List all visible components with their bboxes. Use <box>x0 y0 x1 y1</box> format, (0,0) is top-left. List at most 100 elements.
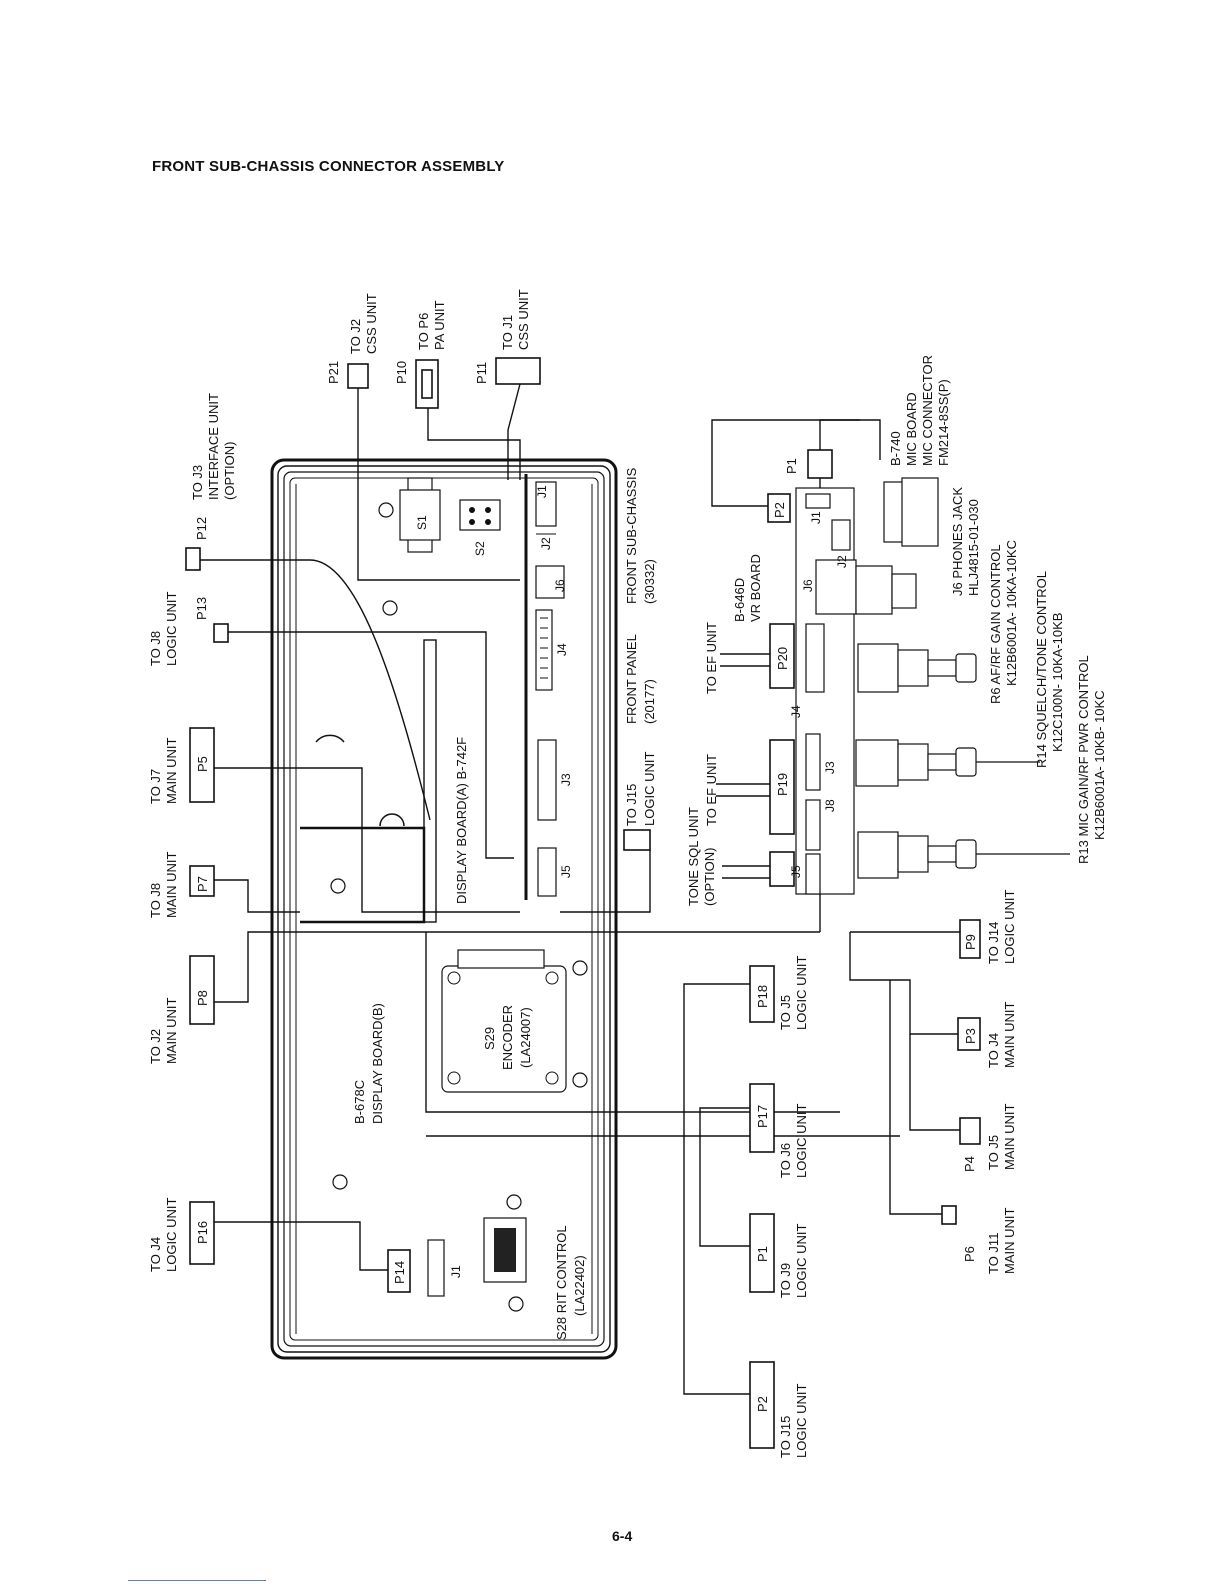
plug-p2: P2 <box>749 1361 775 1449</box>
svg-text:P12: P12 <box>194 517 209 540</box>
svg-text:TO J4: TO J4 <box>148 1237 163 1272</box>
svg-text:MAIN UNIT: MAIN UNIT <box>164 738 179 805</box>
plug-p4: P4 <box>959 1117 981 1172</box>
vr-board <box>795 487 857 895</box>
svg-text:J4: J4 <box>555 643 569 656</box>
plug-p16: P16 <box>189 1201 215 1265</box>
svg-text:J4: J4 <box>789 705 803 718</box>
label-to-j4-main: TO J4 MAIN UNIT <box>986 1002 1017 1069</box>
svg-text:CSS UNIT: CSS UNIT <box>364 293 379 354</box>
svg-text:P16: P16 <box>195 1221 210 1244</box>
svg-text:LOGIC UNIT: LOGIC UNIT <box>794 956 809 1030</box>
plug-p17: P17 <box>749 1083 775 1153</box>
label-to-j2-main: TO J2 MAIN UNIT <box>148 998 179 1065</box>
svg-text:TO J3: TO J3 <box>190 465 205 500</box>
label-to-j8-logic: TO J8 LOGIC UNIT <box>148 592 179 666</box>
label-r6: R6 AF/RF GAIN CONTROL K12B6001A- 10KA-10… <box>988 540 1019 704</box>
svg-text:MAIN UNIT: MAIN UNIT <box>1002 1002 1017 1069</box>
svg-text:PA UNIT: PA UNIT <box>432 300 447 350</box>
svg-text:FRONT PANEL: FRONT PANEL <box>624 634 639 724</box>
board-b-j1-connector <box>427 1239 445 1297</box>
svg-text:TO J8: TO J8 <box>148 883 163 918</box>
svg-text:J8: J8 <box>823 799 837 812</box>
svg-text:VR BOARD: VR BOARD <box>748 554 763 622</box>
label-to-j3-interface: TO J3 INTERFACE UNIT (OPTION) <box>190 393 237 500</box>
svg-text:P5: P5 <box>195 756 210 772</box>
label-to-j15-logic-top: TO J15 LOGIC UNIT <box>624 752 657 826</box>
pot-r13 <box>857 831 1070 879</box>
label-to-p6-pa: TO P6 PA UNIT <box>416 300 447 350</box>
svg-text:LOGIC UNIT: LOGIC UNIT <box>164 1198 179 1272</box>
svg-text:P13: P13 <box>194 597 209 620</box>
encoder-s29 <box>441 949 567 1093</box>
page-number: 6-4 <box>612 1528 633 1544</box>
label-j6-phones: J6 PHONES JACK HLJ4815-01-030 <box>950 487 981 596</box>
label-front-panel: FRONT PANEL (20177) <box>624 634 657 724</box>
svg-text:TO J6: TO J6 <box>778 1143 793 1178</box>
svg-text:TO J2: TO J2 <box>348 319 363 354</box>
svg-text:(LA22402): (LA22402) <box>572 1255 587 1316</box>
svg-text:P9: P9 <box>963 934 978 950</box>
pot-r6 <box>857 643 977 693</box>
svg-text:K12B6001A- 10KA-10KC: K12B6001A- 10KA-10KC <box>1004 540 1019 686</box>
svg-text:J6: J6 <box>801 579 815 592</box>
display-board-a <box>300 639 437 924</box>
svg-text:TO P6: TO P6 <box>416 313 431 350</box>
svg-text:MIC CONNECTOR: MIC CONNECTOR <box>920 355 935 466</box>
svg-text:MAIN UNIT: MAIN UNIT <box>164 852 179 919</box>
svg-text:TO J8: TO J8 <box>148 631 163 666</box>
label-to-j1-css: TO J1 CSS UNIT <box>500 289 531 350</box>
label-r14: R14 SQUELCH/TONE CONTROL K12C100N- 10KA-… <box>1034 571 1065 768</box>
svg-text:TO J15: TO J15 <box>624 784 639 826</box>
plug-p6: P6 <box>941 1205 977 1262</box>
svg-text:P11: P11 <box>474 362 489 384</box>
phones-jack-j6 <box>855 565 917 615</box>
svg-text:P10: P10 <box>394 361 409 384</box>
label-to-j6-logic: TO J6 LOGIC UNIT <box>778 1104 809 1178</box>
svg-text:TO J1: TO J1 <box>500 315 515 350</box>
svg-text:TO J7: TO J7 <box>148 769 163 804</box>
svg-text:J5: J5 <box>559 865 573 878</box>
label-to-j4-logic-left: TO J4 LOGIC UNIT <box>148 1198 179 1272</box>
label-to-ef-unit-2: TO EF UNIT <box>704 754 719 826</box>
svg-text:MAIN UNIT: MAIN UNIT <box>164 998 179 1065</box>
label-to-j9-logic: TO J9 LOGIC UNIT <box>778 1224 809 1298</box>
label-to-j7-main: TO J7 MAIN UNIT <box>148 738 179 805</box>
label-to-ef-unit-1: TO EF UNIT <box>704 622 719 694</box>
svg-text:S2: S2 <box>473 541 487 556</box>
plug-p1: P1 <box>749 1213 775 1293</box>
svg-text:J6 PHONES JACK: J6 PHONES JACK <box>950 487 965 596</box>
svg-text:(LA24007): (LA24007) <box>518 1007 533 1068</box>
svg-text:S28 RIT CONTROL: S28 RIT CONTROL <box>554 1225 569 1340</box>
footer-rule <box>128 1580 266 1581</box>
rit-control-s28 <box>483 1217 527 1283</box>
plug-p18: P18 <box>749 965 775 1023</box>
svg-text:TO J5: TO J5 <box>778 995 793 1030</box>
svg-text:TO J11: TO J11 <box>986 1233 1001 1274</box>
svg-text:R13 MIC GAIN/RF PWR CONTROL: R13 MIC GAIN/RF PWR CONTROL <box>1076 655 1091 864</box>
plug-p3: P3 <box>957 1017 981 1051</box>
jack-labels: J1 J2 J6 J4 J3 J5 J1 J2 J6 J4 J3 J8 J5 J… <box>415 485 849 1278</box>
svg-text:TO J14: TO J14 <box>986 922 1001 964</box>
plug-p20: P20 <box>769 623 795 689</box>
svg-text:(20177): (20177) <box>642 679 657 724</box>
screws <box>330 502 588 1312</box>
label-r13: R13 MIC GAIN/RF PWR CONTROL K12B6001A- 1… <box>1076 655 1107 864</box>
svg-text:P19: P19 <box>775 773 790 796</box>
svg-text:P2: P2 <box>755 1396 770 1412</box>
plug-p9: P9 <box>959 919 981 959</box>
svg-text:FRONT SUB-CHASSIS: FRONT SUB-CHASSIS <box>624 467 639 604</box>
label-display-board-a: DISPLAY BOARD(A) B-742F <box>454 737 469 904</box>
plug-p5: P5 <box>189 727 215 803</box>
svg-text:LOGIC UNIT: LOGIC UNIT <box>794 1224 809 1298</box>
svg-text:LOGIC UNIT: LOGIC UNIT <box>642 752 657 826</box>
svg-text:INTERFACE UNIT: INTERFACE UNIT <box>206 393 221 500</box>
svg-text:LOGIC UNIT: LOGIC UNIT <box>1002 890 1017 964</box>
label-display-board-b: B-678C DISPLAY BOARD(B) <box>352 1003 385 1124</box>
label-tone-sql: TONE SQL UNIT (OPTION) <box>686 807 717 906</box>
label-to-j11-main: TO J11 MAIN UNIT <box>986 1208 1017 1275</box>
label-to-j5-main: TO J5 MAIN UNIT <box>986 1104 1017 1171</box>
svg-text:TO J2: TO J2 <box>148 1029 163 1064</box>
svg-text:(30332): (30332) <box>642 559 657 604</box>
plug-p19: P19 <box>769 739 795 835</box>
